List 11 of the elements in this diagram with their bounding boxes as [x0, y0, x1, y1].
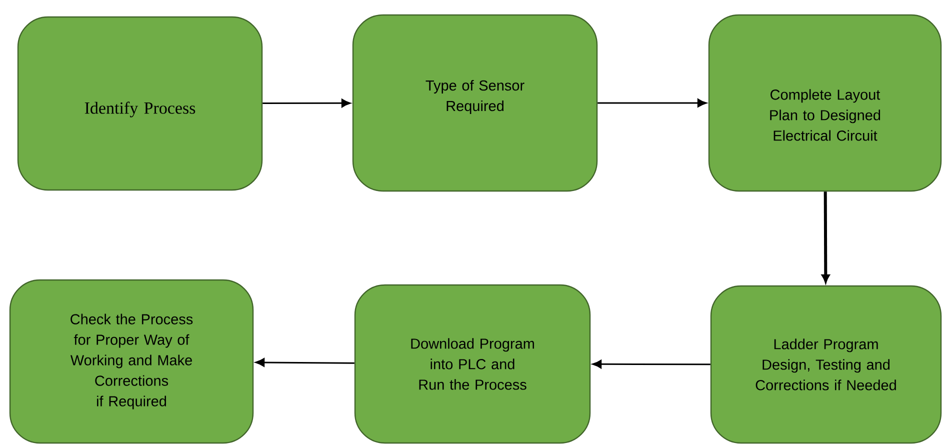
- process-box: Type of Sensor Required: [352, 14, 598, 192]
- process-box: Download Program into PLC and Run the Process: [354, 284, 591, 444]
- arrow: [822, 192, 830, 283]
- arrow: [598, 98, 707, 108]
- arrow: [255, 358, 354, 367]
- arrow: [592, 360, 710, 368]
- process-box: Complete Layout Plan to Designed Electrical Circuit: [708, 14, 942, 192]
- process-box: Ladder Program Design, Testing and Corrections if Needed: [710, 285, 942, 444]
- arrow: [262, 98, 351, 108]
- process-box: Check the Process for Proper Way of Working and Make Corrections if Required: [9, 279, 254, 444]
- process-box: Identify Process: [17, 16, 263, 191]
